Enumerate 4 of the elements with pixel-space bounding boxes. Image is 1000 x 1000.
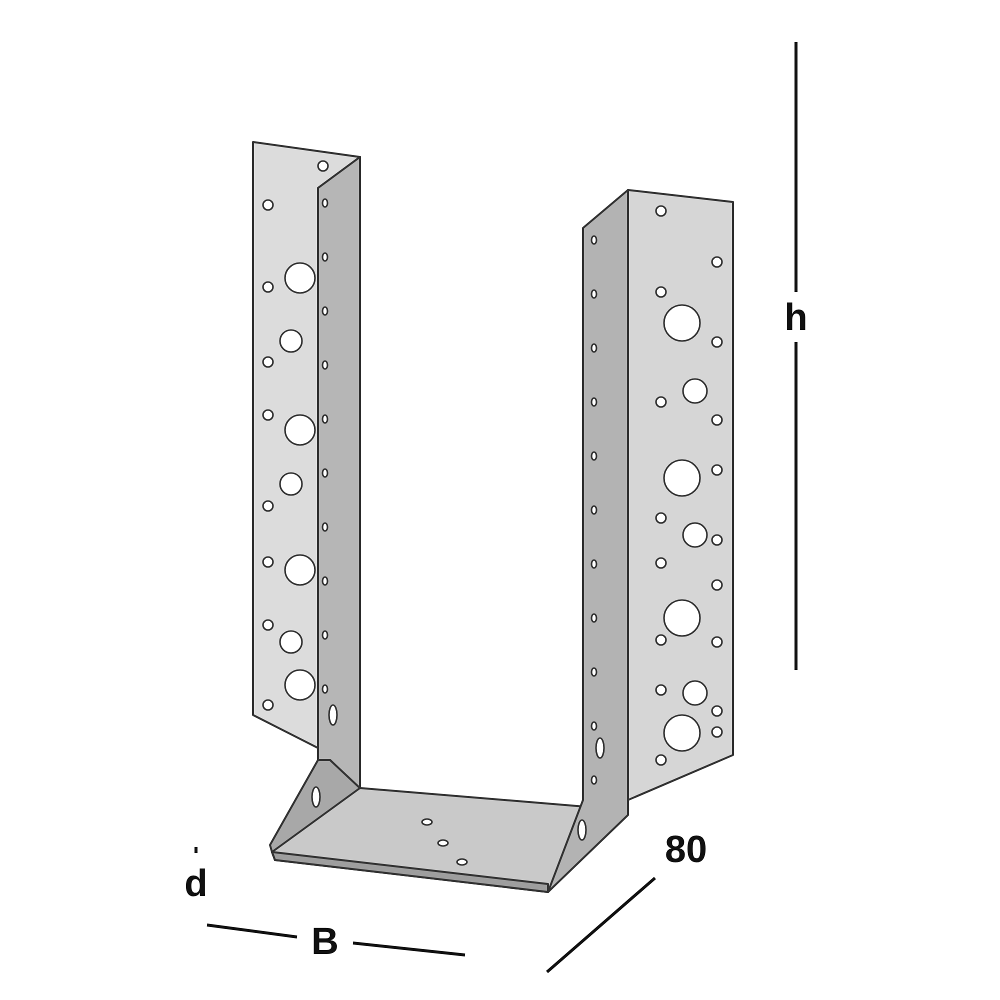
dimension-label: h <box>784 299 808 337</box>
dimension-label: 80 <box>664 831 708 869</box>
dimension-label: B <box>311 923 339 961</box>
dimension-label: d <box>184 865 208 903</box>
